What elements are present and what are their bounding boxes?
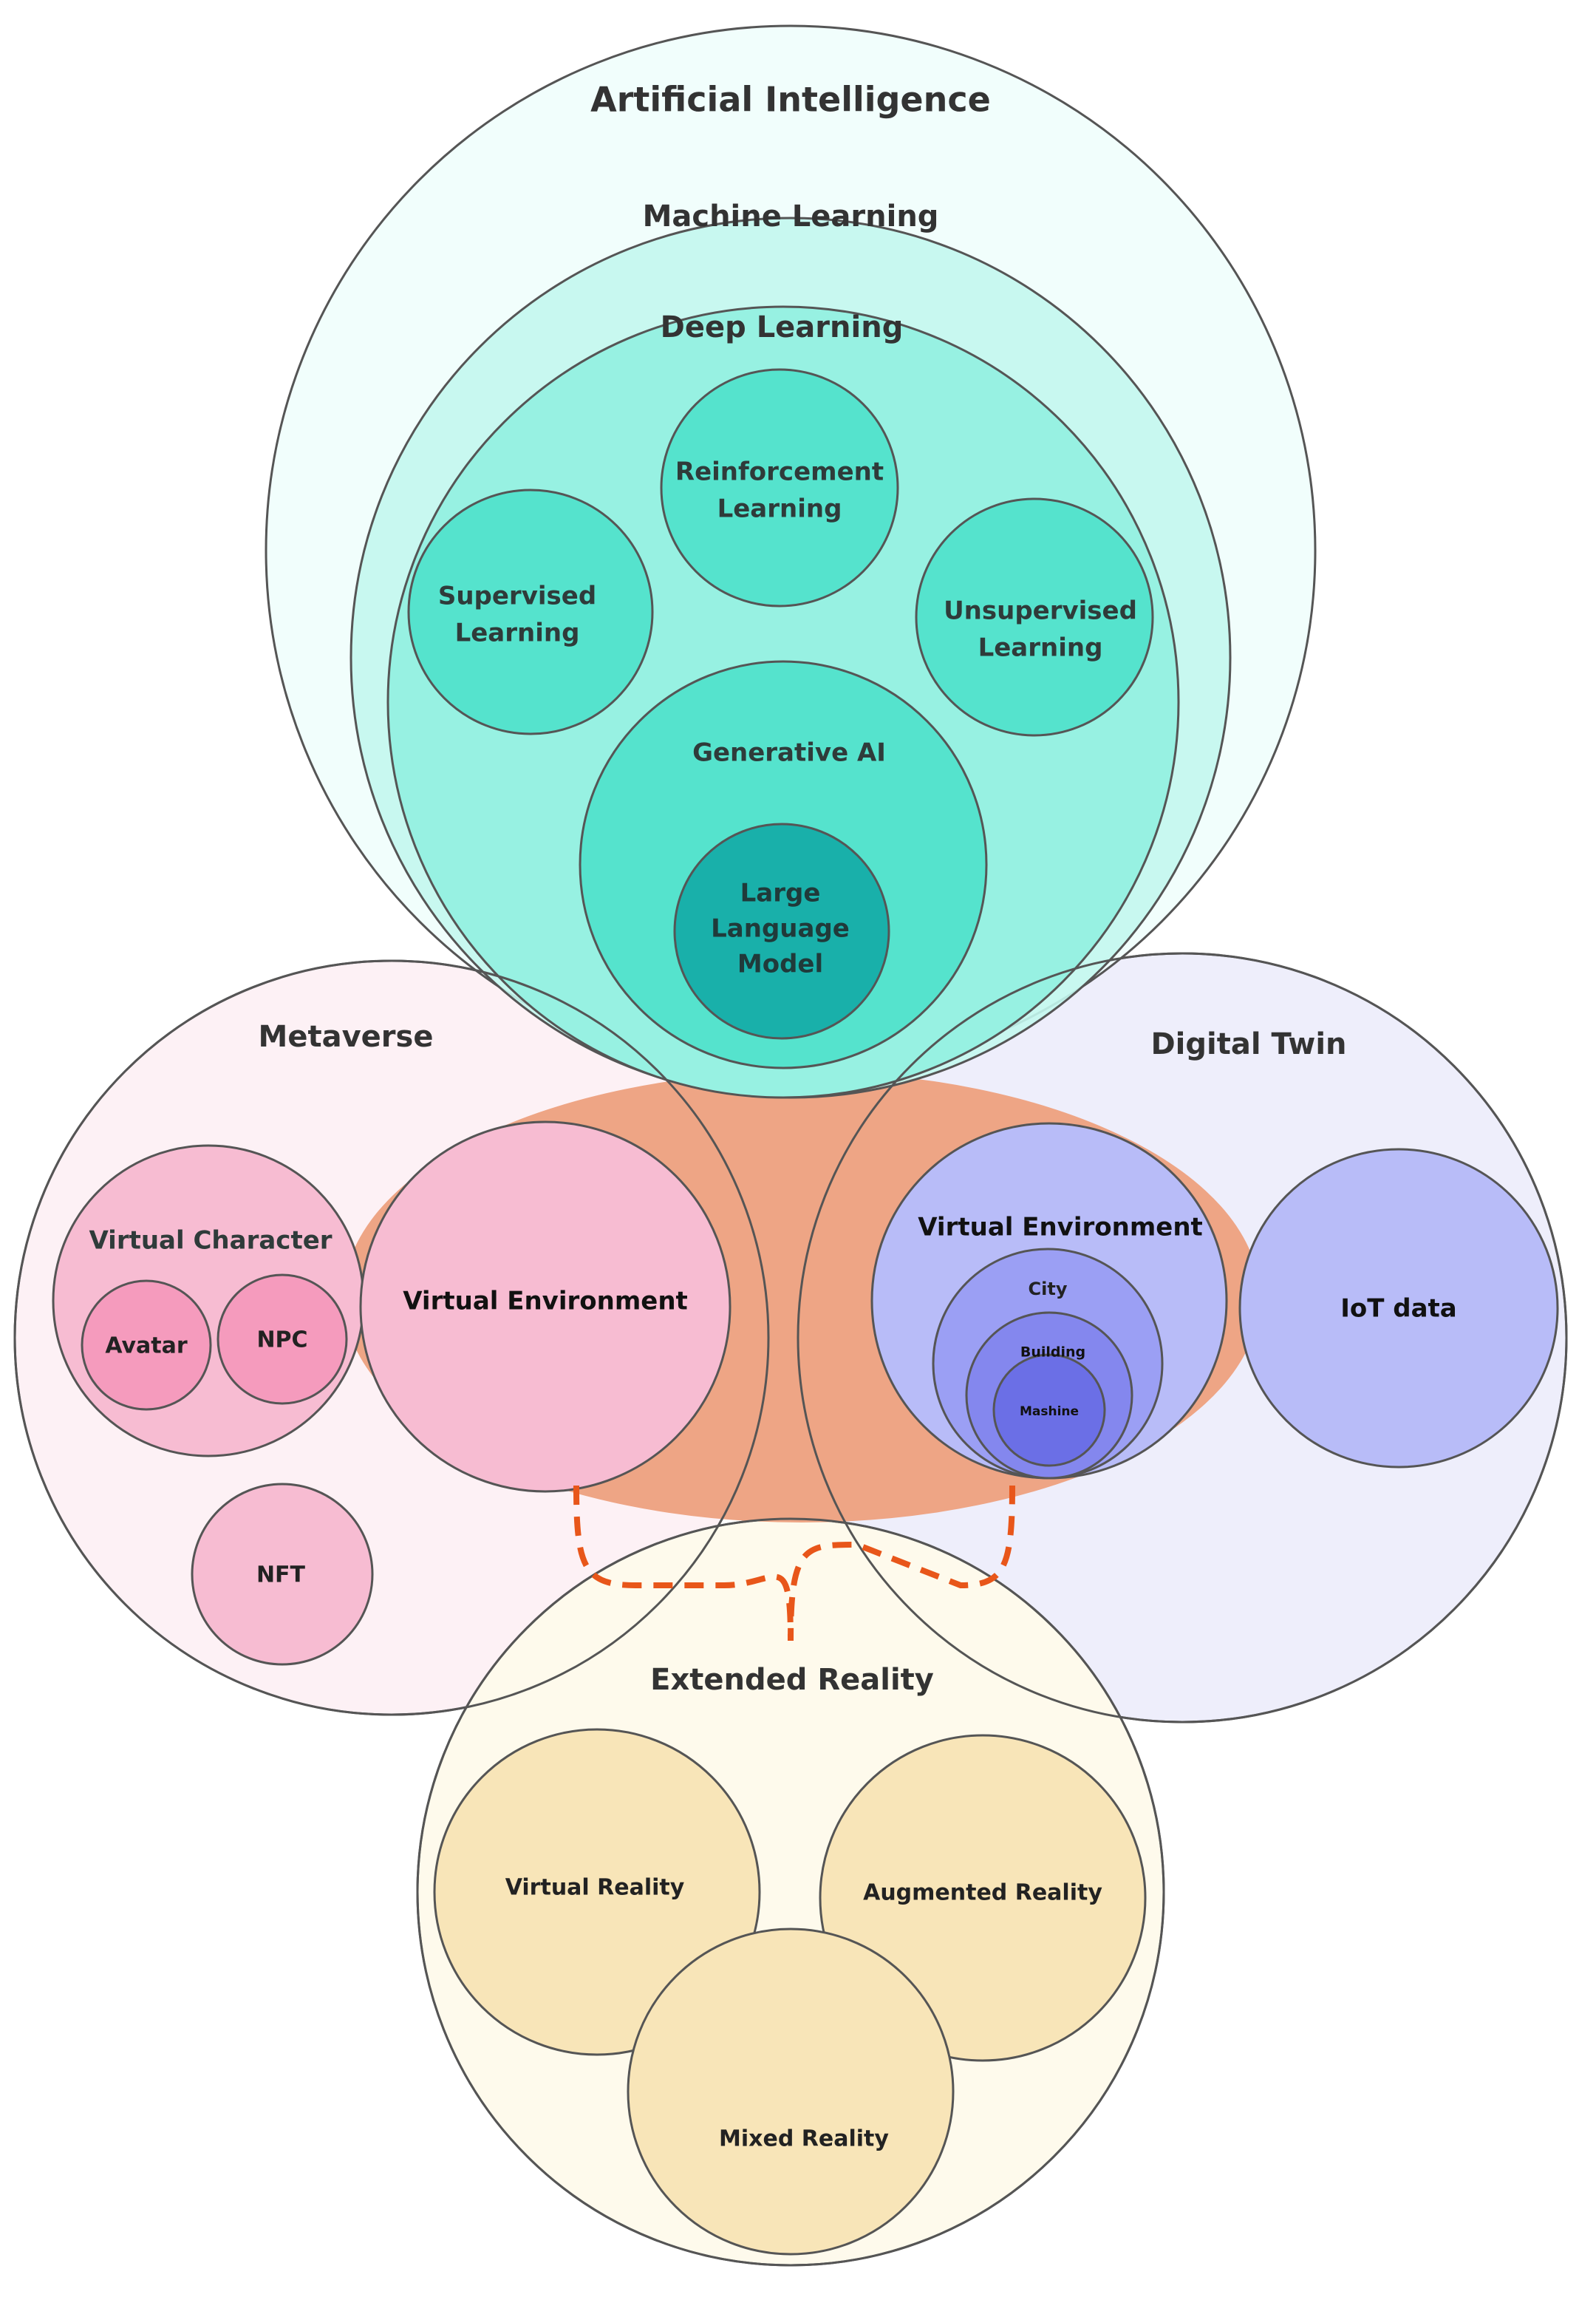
building-label: Building — [1020, 1344, 1085, 1361]
llm-label-3: Model — [737, 950, 823, 979]
unsupervised-label-1: Unsupervised — [944, 596, 1137, 626]
nft-circle — [191, 1483, 374, 1666]
dt-virtual-environment-label: Virtual Environment — [918, 1213, 1203, 1242]
extended-reality-title: Extended Reality — [650, 1663, 934, 1697]
virtual-reality-label: Virtual Reality — [505, 1875, 685, 1901]
machine-circle — [992, 1353, 1106, 1467]
digital-twin-outline — [797, 952, 1568, 1724]
dashed-connector — [573, 1485, 1015, 1641]
reinforcement-learning-circle — [660, 368, 899, 608]
npc-circle — [216, 1273, 348, 1405]
iot-data-label: IoT data — [1340, 1294, 1457, 1324]
mixed-reality-circle — [627, 1928, 955, 2256]
augmented-reality-label: Augmented Reality — [863, 1880, 1102, 1906]
city-label: City — [1029, 1279, 1068, 1299]
extended-reality-outline — [416, 1517, 1165, 2267]
avatar-circle — [81, 1279, 212, 1411]
llm-label-2: Language — [711, 914, 850, 944]
metaverse-title: Metaverse — [259, 1020, 434, 1054]
llm-circle — [673, 823, 890, 1040]
deep-learning-label: Deep Learning — [661, 310, 904, 344]
avatar-label: Avatar — [105, 1333, 188, 1359]
metaverse-virtual-environment-label: Virtual Environment — [403, 1287, 688, 1316]
metaverse-outline — [13, 959, 770, 1716]
mixed-reality-label: Mixed Reality — [719, 2126, 889, 2152]
reinforcement-label-1: Reinforcement — [675, 457, 884, 487]
ai-title: Artificial Intelligence — [590, 80, 991, 120]
npc-label: NPC — [256, 1327, 307, 1353]
machine-label: Mashine — [1020, 1404, 1079, 1419]
virtual-character-label: Virtual Character — [89, 1226, 332, 1256]
unsupervised-label-2: Learning — [978, 633, 1103, 663]
generative-ai-label: Generative AI — [692, 738, 886, 768]
unsupervised-learning-circle — [915, 497, 1154, 737]
nft-label: NFT — [256, 1562, 306, 1588]
supervised-label-2: Learning — [455, 619, 580, 648]
supervised-label-1: Supervised — [438, 582, 596, 611]
reinforcement-label-2: Learning — [717, 494, 842, 524]
supervised-learning-circle — [407, 489, 654, 735]
digital-twin-title: Digital Twin — [1150, 1027, 1346, 1061]
metaverse-virtual-environment-circle — [359, 1120, 732, 1493]
llm-label-1: Large — [740, 879, 821, 908]
machine-learning-label: Machine Learning — [643, 200, 939, 234]
iot-data-circle — [1238, 1148, 1559, 1469]
